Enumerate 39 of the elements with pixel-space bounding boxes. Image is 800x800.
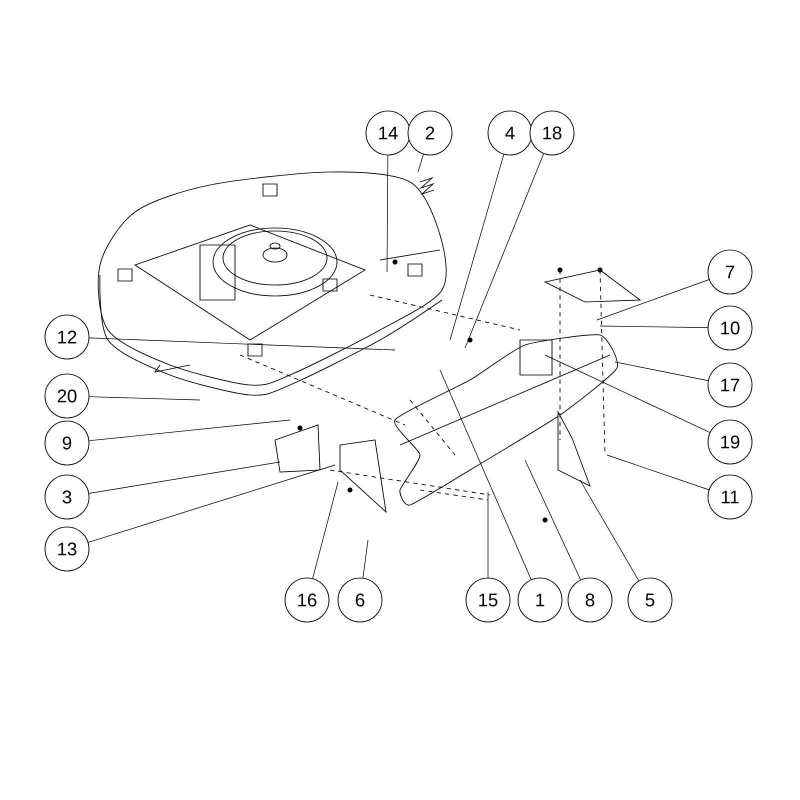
leader-line	[88, 420, 290, 442]
leader-line	[89, 338, 396, 350]
leader-line	[312, 482, 338, 579]
leader-line	[386, 155, 388, 272]
callout-number: 11	[708, 474, 752, 520]
leader-line	[524, 460, 581, 580]
leader-line	[596, 279, 710, 320]
callout-number: 18	[530, 110, 574, 156]
leader-line	[464, 153, 544, 348]
leader-line	[362, 540, 368, 578]
leader-line	[614, 362, 708, 381]
callout-number: 10	[708, 306, 752, 350]
leader-line	[88, 462, 280, 494]
callout-number: 3	[44, 474, 90, 520]
leader-line	[89, 396, 200, 400]
leader-line	[580, 480, 640, 581]
callout-number: 16	[284, 578, 330, 622]
callout-number: 8	[568, 578, 612, 622]
callout-number: 13	[44, 526, 90, 572]
callout-number: 6	[338, 578, 382, 622]
leader-line	[440, 370, 532, 580]
callout-number: 14	[366, 110, 410, 156]
callout-number: 7	[708, 250, 752, 294]
leader-line	[544, 354, 710, 433]
callout-number: 5	[628, 578, 672, 622]
leader-line	[600, 326, 708, 328]
leader-line	[606, 454, 710, 490]
callout-number: 17	[708, 362, 752, 408]
callout-number: 2	[408, 110, 452, 156]
callout-number: 15	[466, 578, 510, 622]
callout-number: 12	[44, 314, 90, 360]
leader-line	[88, 464, 336, 543]
callout-number: 4	[488, 110, 532, 156]
callout-number: 1	[518, 578, 562, 622]
leader-line	[418, 154, 424, 172]
callout-number: 9	[44, 420, 90, 466]
leader-line	[450, 154, 504, 340]
callout-number: 20	[44, 374, 90, 418]
callout-number: 19	[708, 420, 752, 464]
